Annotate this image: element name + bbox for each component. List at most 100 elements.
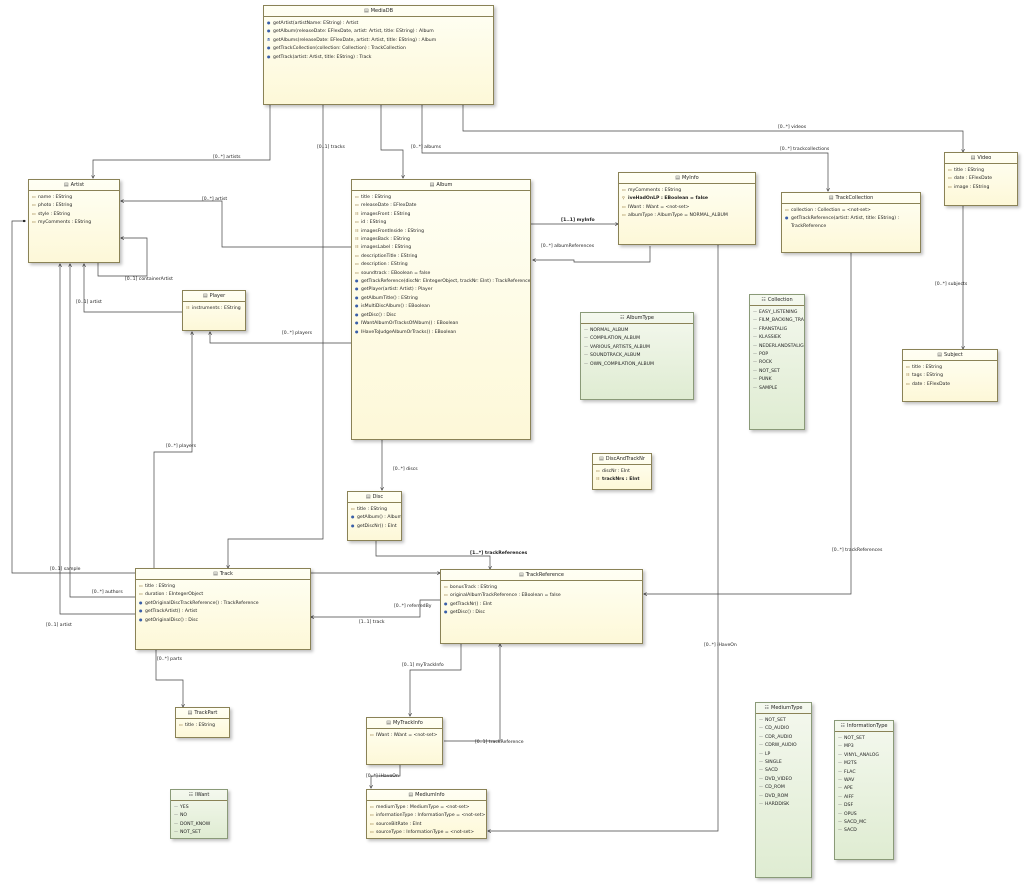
- attribute-row[interactable]: ▭discNr : EInt: [596, 467, 648, 475]
- enum-literal[interactable]: —OPUS: [838, 810, 890, 818]
- attribute-row[interactable]: ▭soundtrack : EBoolean = false: [355, 269, 527, 277]
- enum-literal[interactable]: —YES: [174, 803, 224, 811]
- attribute-row[interactable]: ⚲iveHadOnLP : EBoolean = false: [622, 194, 752, 202]
- enum-literal[interactable]: —OWN_COMPILATION_ALBUM: [584, 360, 690, 368]
- enum-literal[interactable]: —CDR_AUDIO: [759, 733, 808, 741]
- enum-literal[interactable]: —SACD: [838, 826, 890, 834]
- attribute-row[interactable]: ▭description : EString: [355, 260, 527, 268]
- attribute-row[interactable]: ☷trackNrs : EInt: [596, 475, 648, 483]
- operation-row[interactable]: ●getPlayer(artist: Artist) : Player: [355, 285, 527, 293]
- attribute-row[interactable]: ▭IWant : IWant = <not-set>: [370, 731, 439, 739]
- attribute-row[interactable]: ▭sourceType : InformationType = <not-set…: [370, 828, 483, 836]
- enum-literal[interactable]: —NOT_SET: [753, 367, 801, 375]
- enum-mediumtype[interactable]: ☷MediumType—NOT_SET—CD_AUDIO—CDR_AUDIO—C…: [755, 702, 812, 878]
- enum-literal[interactable]: —VINYL_ANALOG: [838, 751, 890, 759]
- operation-row[interactable]: ●getAlbumTitle() : EString: [355, 294, 527, 302]
- operation-row[interactable]: ●getDisc() : Disc: [444, 608, 639, 616]
- attribute-row[interactable]: ▭IWant : IWant = <not-set>: [622, 203, 752, 211]
- enum-literal[interactable]: —LP: [759, 750, 808, 758]
- class-trackpart[interactable]: ▤TrackPart▭title : EString: [175, 707, 230, 738]
- attribute-row[interactable]: ☷imagesFront : EString: [355, 210, 527, 218]
- enum-literal[interactable]: —VARIOUS_ARTISTS_ALBUM: [584, 343, 690, 351]
- attribute-row[interactable]: ▭informationType : InformationType = <no…: [370, 811, 485, 819]
- class-artist[interactable]: ▤Artist▭name : EString▭photo : EString▭s…: [28, 179, 120, 263]
- attribute-row[interactable]: ▭style : EString: [32, 210, 116, 218]
- enum-literal[interactable]: —NOT_SET: [759, 716, 808, 724]
- enum-collection[interactable]: ☷Collection—EASY_LISTENING—FILM_BACKING_…: [749, 294, 805, 430]
- attribute-row[interactable]: TrackReference: [785, 223, 917, 230]
- enum-literal[interactable]: —CDRW_AUDIO: [759, 741, 808, 749]
- operation-row[interactable]: ⦾getAlbums(releaseDate: EFlexDate, artis…: [267, 36, 490, 44]
- class-mediuminfo[interactable]: ▤MediumInfo▭mediumType : MediumType = <n…: [366, 789, 487, 839]
- enum-literal[interactable]: —HARDDISK: [759, 800, 808, 808]
- enum-informationtype[interactable]: ☷InformationType—NOT_SET—MP3—VINYL_ANALO…: [834, 720, 894, 860]
- enum-literal[interactable]: —WAV: [838, 776, 890, 784]
- class-player[interactable]: ▤Player☷instruments : EString: [182, 290, 246, 331]
- operation-row[interactable]: ●getTrackArtist() : Artist: [139, 607, 307, 615]
- operation-row[interactable]: ●getAlbum() : Album: [351, 513, 401, 521]
- attribute-row[interactable]: ▭descriptionTitle : EString: [355, 252, 527, 260]
- enum-literal[interactable]: —SOUNDTRACK_ALBUM: [584, 351, 690, 359]
- class-track[interactable]: ▤Track▭title : EString▭duration : EInteg…: [135, 568, 311, 650]
- enum-literal[interactable]: —COMPILATION_ALBUM: [584, 334, 690, 342]
- attribute-row[interactable]: ▭title : EString: [906, 363, 994, 371]
- enum-literal[interactable]: —ROCK: [753, 358, 801, 366]
- enum-literal[interactable]: —POP: [753, 350, 801, 358]
- class-subject[interactable]: ▤Subject▭title : EString☷tags : EString▭…: [902, 349, 998, 402]
- operation-row[interactable]: ●getAlbum(releaseDate: EFlexDate, artist…: [267, 27, 490, 35]
- operation-row[interactable]: ●getArtist(artistName: EString) : Artist: [267, 19, 490, 27]
- enum-literal[interactable]: —NOT_SET: [174, 828, 224, 836]
- attribute-row[interactable]: ▭releaseDate : EFlexDate: [355, 201, 527, 209]
- attribute-row[interactable]: ☷imagesFrontInside : EString: [355, 227, 527, 235]
- attribute-row[interactable]: ☷instruments : EString: [186, 304, 242, 312]
- operation-row[interactable]: ●getTrackNr() : EInt: [444, 600, 639, 608]
- class-trackcollection[interactable]: ▤TrackCollection▭collection : Collection…: [781, 192, 921, 253]
- enum-literal[interactable]: —DSF: [838, 801, 890, 809]
- attribute-row[interactable]: ▭mediumType : MediumType = <not-set>: [370, 803, 483, 811]
- operation-row[interactable]: ●getOriginalDisc() : Disc: [139, 616, 307, 624]
- enum-literal[interactable]: —DONT_KNOW: [174, 820, 224, 828]
- class-myinfo[interactable]: ▤MyInfo▭myComments : EString⚲iveHadOnLP …: [618, 172, 756, 245]
- enum-literal[interactable]: —M2TS: [838, 759, 890, 767]
- attribute-row[interactable]: ▭collection : Collection = <not-set>: [785, 206, 917, 214]
- class-disc[interactable]: ▤Disc▭title : EString●getAlbum() : Album…: [347, 491, 402, 541]
- operation-row[interactable]: ●getTrackCollection(collection: Collecti…: [267, 44, 490, 52]
- operation-row[interactable]: ●getOriginalDiscTrackReference() : Track…: [139, 599, 307, 607]
- attribute-row[interactable]: ▭title : EString: [948, 166, 1014, 174]
- enum-literal[interactable]: —CD_AUDIO: [759, 724, 808, 732]
- enum-literal[interactable]: —KLASSIEK: [753, 333, 801, 341]
- enum-literal[interactable]: —EASY_LISTENING: [753, 308, 801, 316]
- attribute-row[interactable]: ▭date : EFlexDate: [906, 380, 994, 388]
- enum-albumtype[interactable]: ☷AlbumType—NORMAL_ALBUM—COMPILATION_ALBU…: [580, 312, 694, 400]
- enum-literal[interactable]: —SACD_MC: [838, 818, 890, 826]
- attribute-row[interactable]: ▭date : EFlexDate: [948, 174, 1014, 182]
- attribute-row[interactable]: ▭title : EString: [139, 582, 307, 590]
- enum-literal[interactable]: —SACD: [759, 766, 808, 774]
- operation-row[interactable]: ●getDisc() : Disc: [355, 311, 527, 319]
- operation-row[interactable]: ●getDiscNr() : EInt: [351, 522, 398, 530]
- operation-row[interactable]: ●IHaveToJudgeAlbumOrTracks() : EBoolean: [355, 328, 527, 336]
- attribute-row[interactable]: ▭myComments : EString: [622, 186, 752, 194]
- attribute-row[interactable]: ▭bonusTrack : EString: [444, 583, 639, 591]
- attribute-row[interactable]: ☷imagesBack : EString: [355, 235, 527, 243]
- enum-literal[interactable]: —NO: [174, 811, 224, 819]
- enum-literal[interactable]: —APE: [838, 784, 890, 792]
- attribute-row[interactable]: ▭title : EString: [351, 505, 398, 513]
- attribute-row[interactable]: ▭photo : EString: [32, 201, 116, 209]
- class-discandtracknr[interactable]: ▤DiscAndTrackNr▭discNr : EInt☷trackNrs :…: [592, 453, 652, 490]
- attribute-row[interactable]: ▭id : EString: [355, 218, 527, 226]
- operation-row[interactable]: ●getTrackReference(artist: Artist, title…: [785, 214, 917, 222]
- enum-literal[interactable]: —FRANSTALIG: [753, 325, 801, 333]
- attribute-row[interactable]: ▭image : EString: [948, 183, 1014, 191]
- attribute-row[interactable]: ▭duration : EIntegerObject: [139, 590, 307, 598]
- class-album[interactable]: ▤Album▭title : EString▭releaseDate : EFl…: [351, 179, 531, 440]
- attribute-row[interactable]: ☷tags : EString: [906, 371, 994, 379]
- attribute-row[interactable]: ▭title : EString: [355, 193, 527, 201]
- attribute-row[interactable]: ▭originalAlbumTrackReference : EBoolean …: [444, 591, 639, 599]
- operation-row[interactable]: ●getTrackReference(discNr: EIntegerObjec…: [355, 277, 530, 285]
- operation-row[interactable]: ●isMultiDiscAlbum() : EBoolean: [355, 302, 527, 310]
- enum-literal[interactable]: —DVD_ROM: [759, 792, 808, 800]
- enum-literal[interactable]: —CD_ROM: [759, 783, 808, 791]
- enum-literal[interactable]: —DVD_VIDEO: [759, 775, 808, 783]
- enum-literal[interactable]: —NEDERLANDSTALIG: [753, 342, 804, 350]
